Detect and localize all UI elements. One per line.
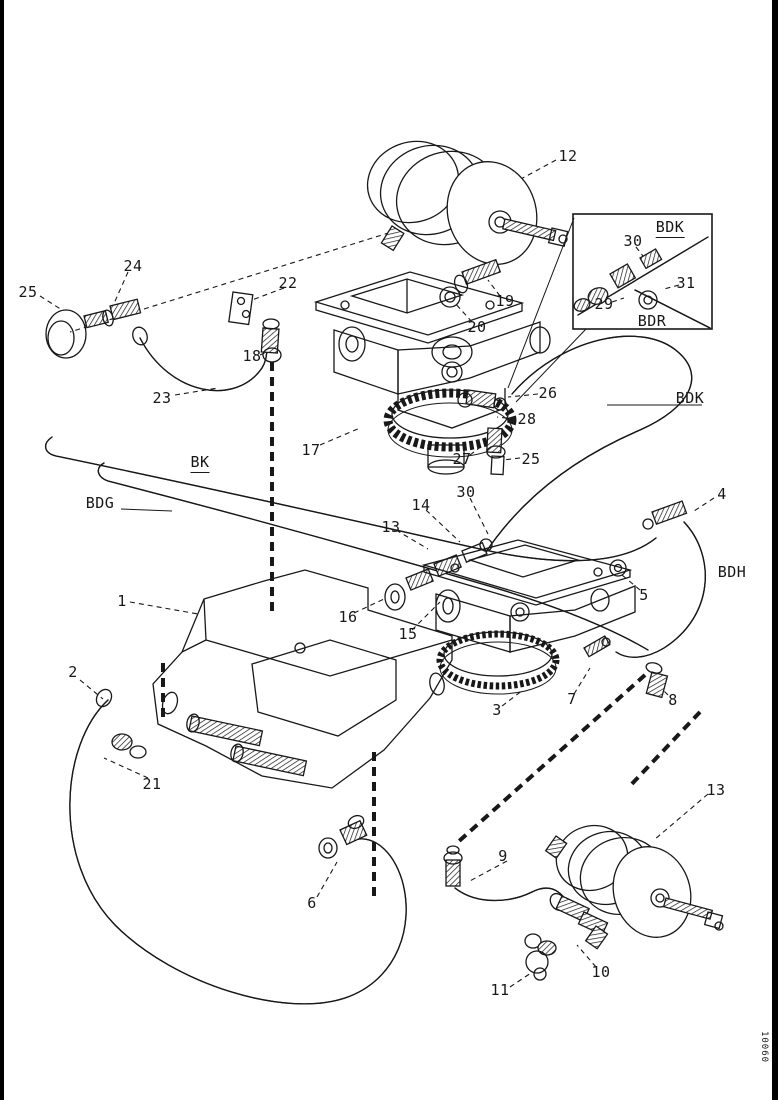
relay-valve-17 (313, 271, 551, 475)
valve-11 (524, 933, 557, 981)
fitting-6 (318, 814, 368, 859)
page-edge-left (0, 0, 4, 1100)
fitting-chain-13-16 (384, 538, 493, 611)
page-edge-right (772, 0, 778, 1100)
hose-23 (132, 326, 268, 390)
bolt-19 (453, 258, 502, 294)
hose-9 (455, 888, 566, 901)
bracket-22 (228, 291, 254, 326)
hidden-connection-lines (161, 362, 702, 902)
fitting-4 (642, 500, 688, 530)
bolt-7 (583, 635, 611, 658)
elbow-fitting-27-25 (486, 427, 506, 476)
elbow-fitting-26-28 (457, 389, 507, 411)
relay-valve-3 (421, 539, 636, 695)
elbow-9 (443, 845, 463, 887)
fitting-8 (645, 662, 669, 699)
brake-chamber-12 (366, 140, 569, 265)
mounting-bracket-1 (152, 569, 453, 789)
washer-5 (609, 559, 627, 577)
brake-chamber-13 (544, 824, 724, 950)
leader-lines (39, 159, 715, 988)
hose-bdh (616, 522, 705, 657)
fittings-24 (83, 298, 142, 329)
detail-inset-box (507, 213, 712, 403)
washer-20 (439, 286, 461, 308)
document-number: 10060 (759, 1030, 770, 1064)
hose-bk (46, 437, 656, 561)
bolts-21 (111, 713, 308, 777)
elbow-fitting-18 (260, 318, 282, 363)
hose-2-loop (70, 688, 406, 1004)
